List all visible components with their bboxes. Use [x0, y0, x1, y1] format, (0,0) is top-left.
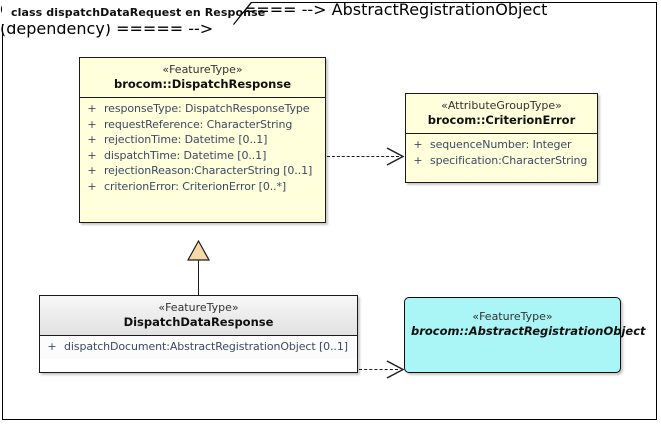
generalization-line [198, 259, 199, 315]
class-stereotype: «FeatureType» [472, 310, 553, 323]
dependency-line [327, 156, 399, 157]
class-attributes: + responseType: DispatchResponseType + r… [80, 98, 325, 199]
attribute-text: dispatchTime: Datetime [0..1] [104, 148, 267, 162]
open-arrowhead-icon [386, 147, 405, 166]
attribute-row[interactable]: + dispatchTime: Datetime [0..1] [80, 148, 325, 164]
attribute-visibility: + [87, 102, 97, 115]
class-divider [406, 133, 597, 134]
class-stereotype: «FeatureType» [158, 301, 239, 314]
attribute-text: specification:CharacterString [430, 153, 588, 167]
class-box-criterion-error[interactable]: «AttributeGroupType» brocom::CriterionEr… [405, 93, 598, 183]
diagram-frame [2, 2, 657, 420]
class-header: «AttributeGroupType» brocom::CriterionEr… [406, 94, 597, 133]
class-box-dispatch-response[interactable]: «FeatureType» brocom::DispatchResponse +… [79, 57, 326, 223]
attribute-row[interactable]: + specification:CharacterString [406, 153, 597, 169]
class-divider [80, 97, 325, 98]
attribute-text: dispatchDocument:AbstractRegistrationObj… [64, 340, 348, 353]
attribute-text: rejectionReason:CharacterString [0..1] [104, 164, 313, 178]
attribute-text: requestReference: CharacterString [104, 117, 293, 131]
attribute-row[interactable]: + dispatchDocument:AbstractRegistrationO… [40, 339, 357, 355]
open-arrowhead-icon [386, 360, 405, 379]
attribute-text: criterionError: CriterionError [0..*] [104, 179, 287, 193]
attribute-visibility: + [87, 179, 97, 193]
attribute-visibility: + [87, 148, 97, 162]
diagram-title-tab-notch-icon [233, 2, 252, 25]
attribute-row[interactable]: + rejectionTime: Datetime [0..1] [80, 132, 325, 148]
class-stereotype: «FeatureType» [162, 63, 243, 76]
class-name: brocom::AbstractRegistrationObject [411, 324, 646, 338]
attribute-row[interactable]: + criterionError: CriterionError [0..*] [80, 179, 325, 195]
class-stereotype: «AttributeGroupType» [441, 99, 562, 112]
diagram-title-tab-body [2, 2, 234, 24]
attribute-row[interactable]: + rejectionReason:CharacterString [0..1] [80, 163, 325, 179]
class-name: brocom::CriterionError [427, 113, 576, 127]
diagram-title: class dispatchDataRequest en Response [11, 6, 266, 19]
class-attributes: + dispatchDocument:AbstractRegistrationO… [40, 336, 357, 359]
attribute-visibility: + [413, 153, 423, 167]
closed-triangle-arrowhead-icon [186, 240, 211, 261]
class-name: brocom::DispatchResponse [114, 77, 291, 91]
class-name: DispatchDataResponse [123, 315, 274, 329]
attribute-row[interactable]: + responseType: DispatchResponseType [80, 101, 325, 117]
class-header: «FeatureType» brocom::AbstractRegistrati… [405, 298, 646, 344]
attribute-visibility: + [47, 340, 57, 353]
attribute-row[interactable]: + sequenceNumber: Integer [406, 137, 597, 153]
attribute-row[interactable]: + requestReference: CharacterString [80, 117, 325, 133]
attribute-visibility: + [87, 133, 97, 147]
class-box-abstract-registration-object[interactable]: «FeatureType» brocom::AbstractRegistrati… [404, 297, 646, 373]
class-divider [40, 335, 357, 336]
attribute-visibility: + [413, 138, 423, 151]
attribute-visibility: + [87, 164, 97, 178]
class-box-dispatch-data-response[interactable]: «FeatureType» DispatchDataResponse + dis… [39, 295, 358, 373]
attribute-visibility: + [87, 117, 97, 131]
dependency-line [359, 369, 398, 370]
attribute-text: responseType: DispatchResponseType [104, 102, 310, 115]
attribute-text: rejectionTime: Datetime [0..1] [104, 133, 268, 147]
attribute-text: sequenceNumber: Integer [430, 138, 572, 151]
class-attributes: + sequenceNumber: Integer + specificatio… [406, 134, 597, 172]
class-header: «FeatureType» DispatchDataResponse [40, 296, 357, 335]
class-header: «FeatureType» brocom::DispatchResponse [80, 58, 325, 97]
